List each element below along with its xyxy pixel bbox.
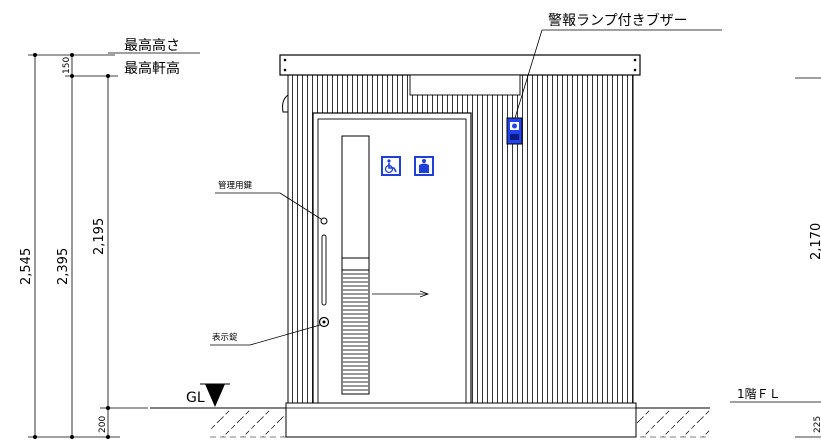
- toilet-building: [279, 54, 641, 438]
- ground-level-marker: [200, 383, 230, 407]
- dim-eave-height: 2,395: [56, 248, 71, 285]
- buzzer-leader: [514, 29, 543, 119]
- dim-interior-height: 2,195: [92, 218, 107, 255]
- dim-right-base: 225: [813, 416, 821, 433]
- dim-right-height: 2,170: [809, 223, 821, 260]
- label-mgmt-key: 管理用鍵: [218, 180, 253, 191]
- dim-total-height: 2,545: [19, 248, 34, 285]
- label-display-lock: 表示錠: [212, 332, 238, 343]
- person-icon: [414, 156, 434, 176]
- dim-base-height: 200: [98, 416, 108, 433]
- dimension-lines-left: [28, 52, 200, 439]
- label-buzzer: 警報ランプ付きブザー: [548, 12, 688, 29]
- label-max-eave-height: 最高軒高: [124, 60, 180, 77]
- label-floor-level: 1階ＦＬ: [737, 386, 781, 401]
- label-max-height: 最高高さ: [124, 37, 180, 54]
- dimension-lines-right: [730, 77, 821, 438]
- alarm-lamp-icon: [506, 117, 523, 145]
- wheelchair-icon: [381, 156, 401, 176]
- label-ground: GL: [186, 390, 205, 406]
- dim-roof-offset: 150: [62, 57, 72, 74]
